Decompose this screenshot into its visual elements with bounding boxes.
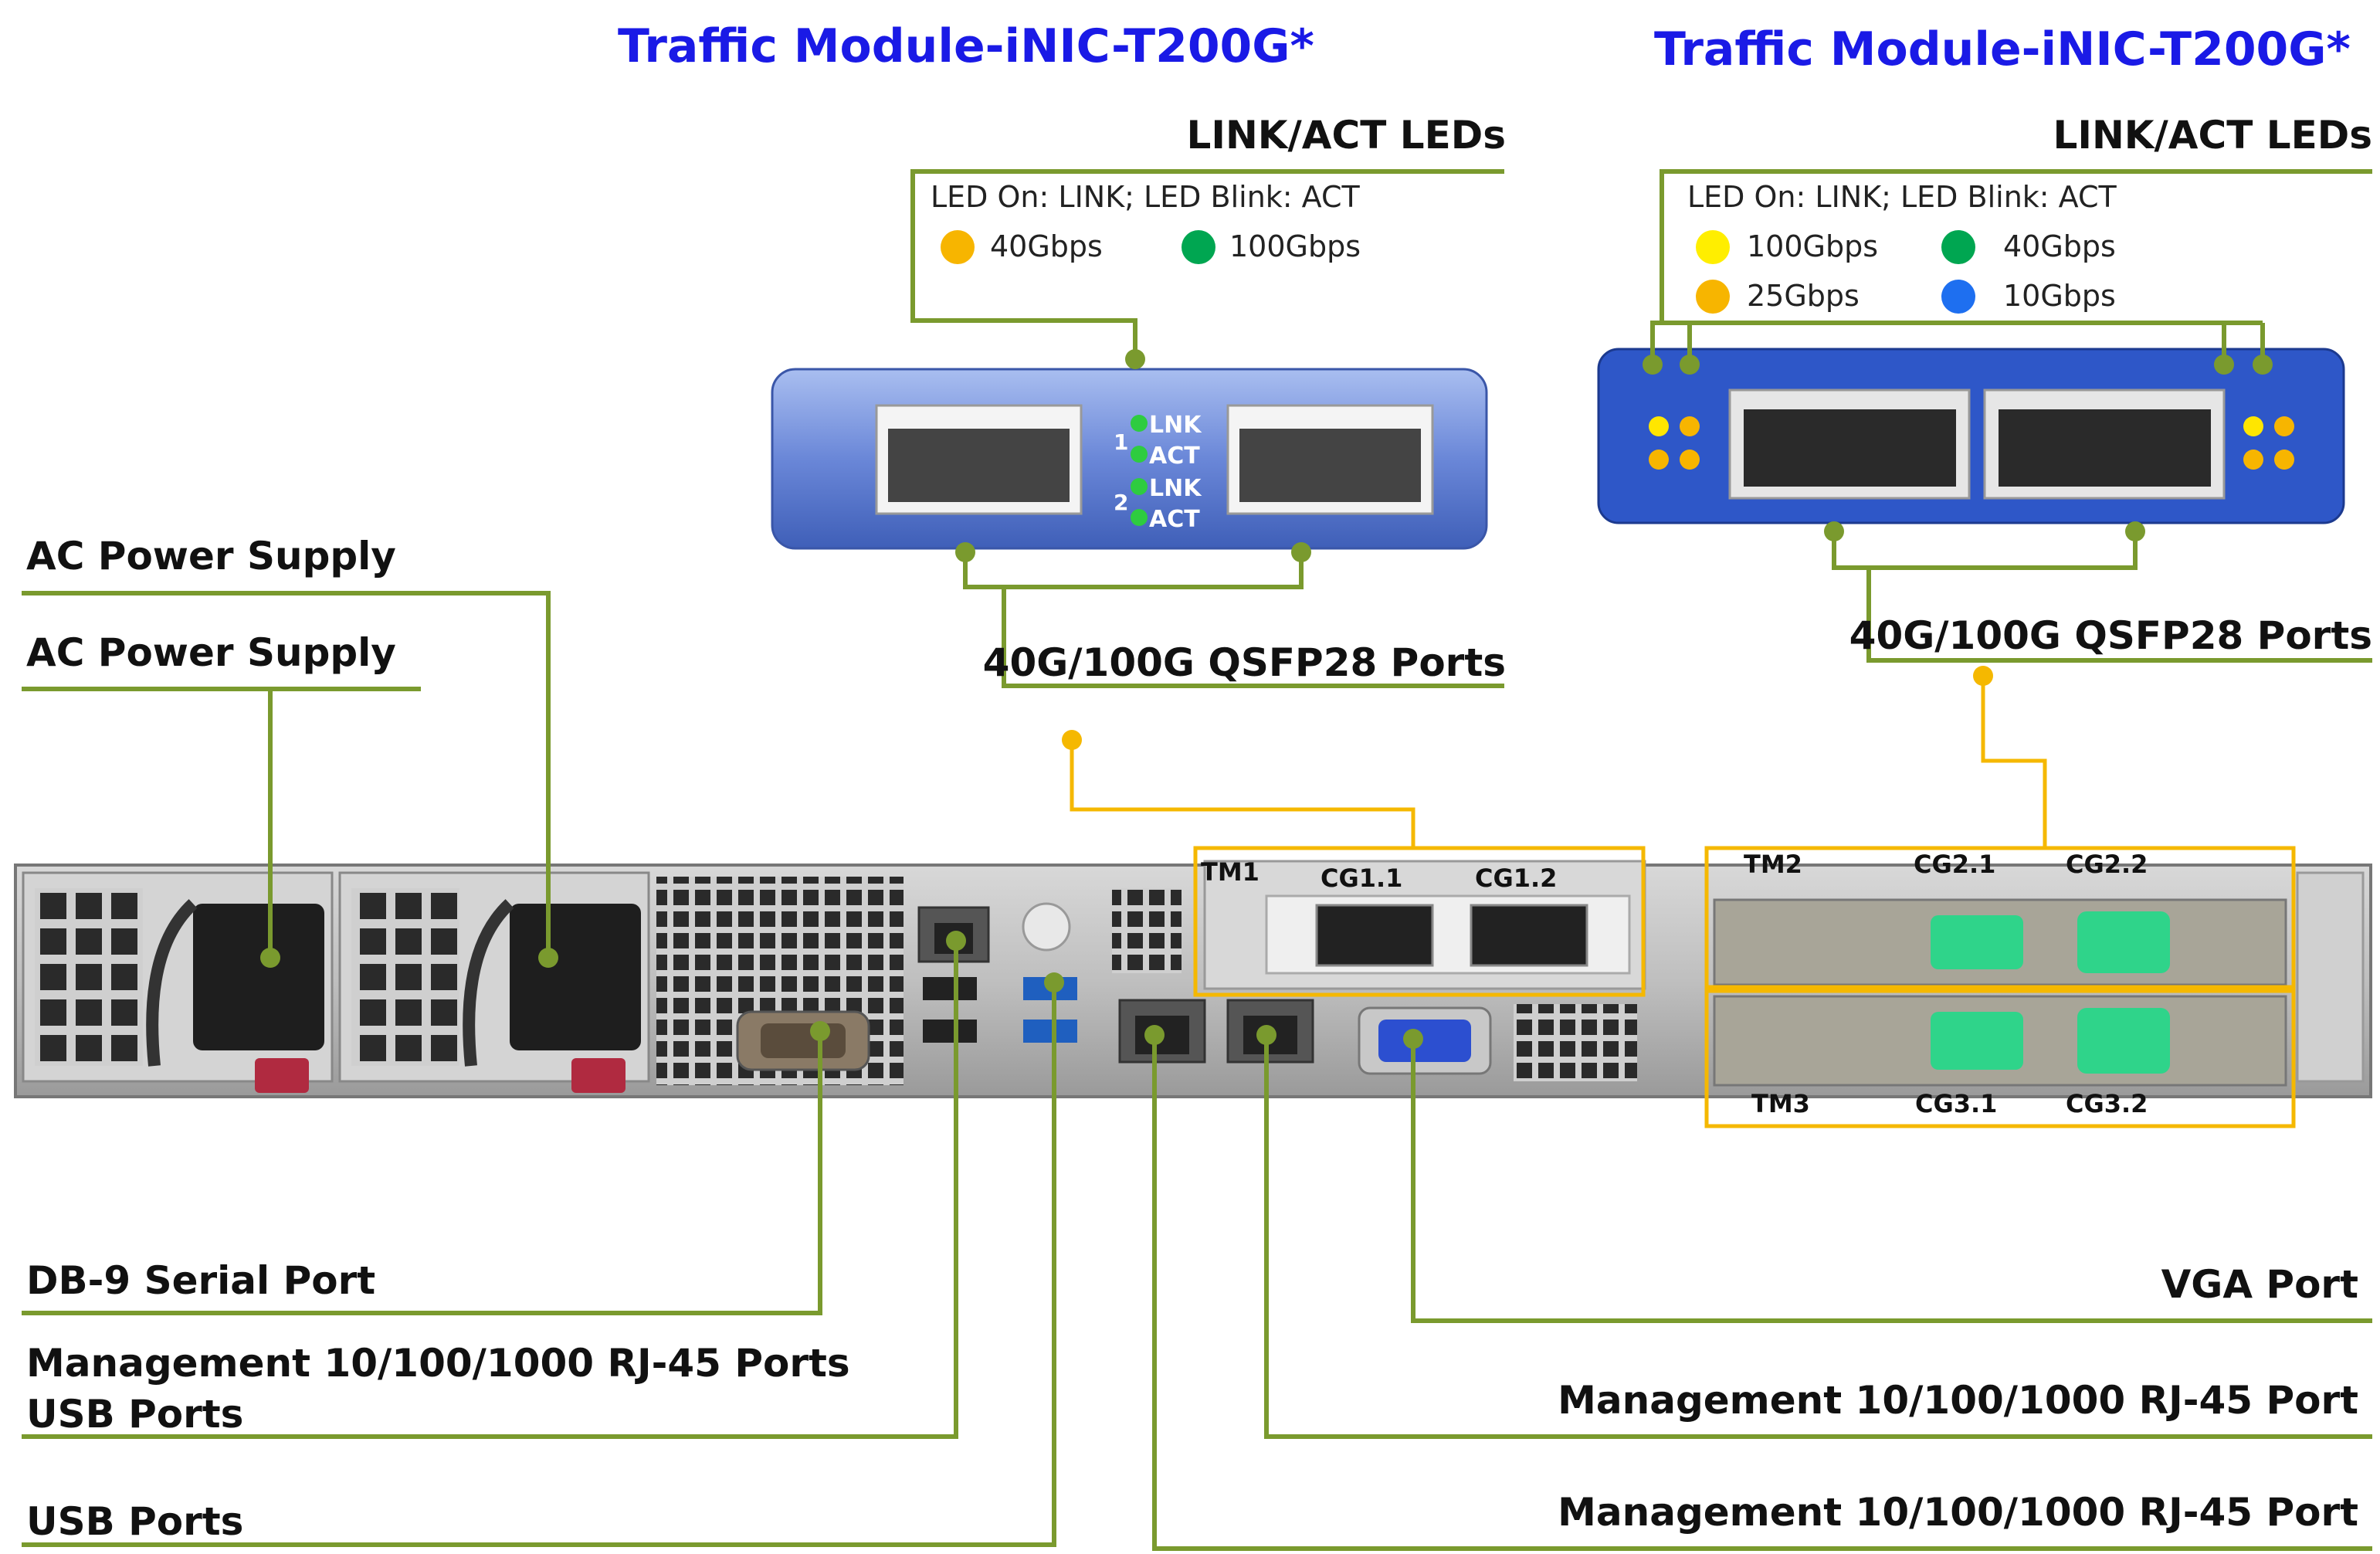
module-2-leds-label: LINK/ACT LEDs: [2053, 113, 2372, 158]
module-2-legend-3: 25Gbps: [1747, 279, 1860, 313]
label-ac-psu-2: AC Power Supply: [26, 630, 396, 675]
module-2-graphic: [1597, 348, 2345, 524]
module-1-title: Traffic Module-iNIC-T200G*: [618, 19, 1314, 73]
legend-100g-dot: [1182, 230, 1215, 264]
module-1-legend-1: 40Gbps: [990, 229, 1103, 263]
led-act-2: ACT: [1149, 506, 1200, 533]
label-mgmt-ports: Management 10/100/1000 RJ-45 Ports: [26, 1341, 850, 1386]
label-mgmt-port-2: Management 10/100/1000 RJ-45 Port: [1558, 1490, 2358, 1535]
legend-10g-dot: [1941, 280, 1975, 314]
tag-cg32: CG3.2: [2066, 1089, 2148, 1118]
label-db9-serial: DB-9 Serial Port: [26, 1258, 376, 1303]
callout-lines: [22, 169, 2372, 1551]
tag-tm1: TM1: [1201, 857, 1260, 887]
slot-boxes: [1070, 676, 2296, 1128]
psu-2: [338, 871, 650, 1093]
psu-1: [22, 871, 334, 1093]
legend-40g-dot: [941, 230, 975, 264]
label-usb-ports-2: USB Ports: [26, 1499, 244, 1544]
tag-cg11: CG1.1: [1321, 864, 1402, 893]
label-vga-port: VGA Port: [2161, 1262, 2358, 1307]
led-lnk-2: LNK: [1149, 475, 1202, 502]
legend-100g-dot: [1696, 230, 1730, 264]
vga-port: [1358, 1006, 1492, 1075]
module-1-graphic: 1 2 LNK ACT LNK ACT: [771, 368, 1488, 550]
legend-40g-dot: [1941, 230, 1975, 264]
label-usb-ports-1: USB Ports: [26, 1392, 244, 1437]
tag-cg12: CG1.2: [1475, 864, 1557, 893]
led-act-1: ACT: [1149, 443, 1200, 470]
label-mgmt-port-1: Management 10/100/1000 RJ-45 Port: [1558, 1378, 2358, 1423]
label-ac-psu-1: AC Power Supply: [26, 534, 396, 579]
tag-tm2: TM2: [1744, 850, 1802, 879]
module-2-led-note: LED On: LINK; LED Blink: ACT: [1687, 180, 2117, 214]
module-2-legend-2: 40Gbps: [2003, 229, 2116, 263]
tag-tm3: TM3: [1751, 1089, 1810, 1118]
tag-cg21: CG2.1: [1914, 850, 1995, 879]
chassis: [14, 860, 2372, 1098]
module-2-title: Traffic Module-iNIC-T200G*: [1654, 22, 2351, 76]
tag-cg31: CG3.1: [1915, 1089, 1997, 1118]
module-1-ports-label: 40G/100G QSFP28 Ports: [982, 640, 1506, 685]
led-lnk-1: LNK: [1149, 412, 1202, 439]
module-2-legend-4: 10Gbps: [2003, 279, 2116, 313]
led-row-1: 1: [1114, 429, 1128, 455]
module-1-led-note: LED On: LINK; LED Blink: ACT: [931, 180, 1360, 214]
module-1-leds-label: LINK/ACT LEDs: [1186, 113, 1506, 158]
db9-port: [736, 1010, 870, 1071]
led-row-2: 2: [1114, 490, 1128, 515]
module-1-legend-2: 100Gbps: [1229, 229, 1361, 263]
tag-cg22: CG2.2: [2066, 850, 2148, 879]
callout-dots: [260, 349, 2273, 1049]
module-2-legend-1: 100Gbps: [1747, 229, 1879, 263]
module-2-ports-label: 40G/100G QSFP28 Ports: [1849, 613, 2372, 658]
legend-25g-dot: [1696, 280, 1730, 314]
